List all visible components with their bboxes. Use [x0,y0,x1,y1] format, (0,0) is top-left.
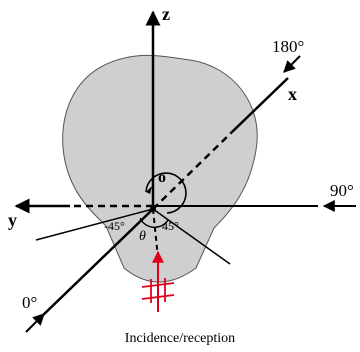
line-plus-45 [152,208,231,265]
angle-0-label: 0° [22,293,37,312]
angle-neg45-label: -45° [104,219,125,233]
target-body [62,54,258,283]
caption: Incidence/reception [125,331,235,346]
theta-arc [139,217,169,229]
x-axis-dashed [152,131,233,210]
arrow-0 [25,313,45,333]
wavefront-2 [141,294,175,300]
x-axis-label: x [288,84,297,104]
x-axis-solid [231,77,289,133]
wavefront-1 [141,282,175,288]
angle-90-label: 90° [330,181,354,200]
y-axis-label: y [8,210,17,230]
line-minus-45 [35,208,154,241]
angle-pos45-label: 45° [162,219,179,233]
diagonal-line-lower-left [39,208,154,319]
rotation-arc-arrowhead [146,186,152,194]
arrow-180 [283,55,301,73]
rotation-arc [145,172,187,214]
angle-180-label: 180° [272,37,304,56]
origin-marker [150,206,156,212]
z-axis-label: z [162,4,170,24]
origin-label: o [158,169,166,186]
theta-label: θ [139,229,146,244]
